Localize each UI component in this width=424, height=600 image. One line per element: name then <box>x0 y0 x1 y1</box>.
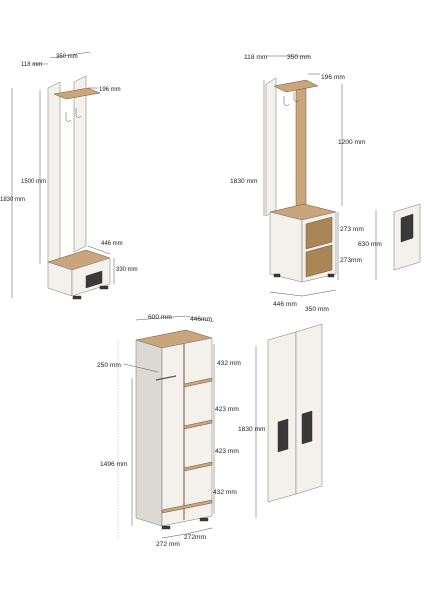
dim-label: 350 mm <box>287 54 311 61</box>
door-left <box>267 331 297 503</box>
dim-label: 272 mm <box>156 541 180 548</box>
shelf <box>183 461 213 472</box>
wardrobe-interior <box>161 337 213 527</box>
cabinet-compartment <box>305 244 333 278</box>
dim-label: 118 mm <box>244 54 268 61</box>
dim-label: 432 mm <box>217 360 241 367</box>
foot <box>199 517 209 522</box>
shelf <box>183 419 213 430</box>
cabinet-compartment <box>305 216 333 250</box>
back-panel-right <box>295 79 307 209</box>
door-right <box>295 323 323 495</box>
dim-label: 446 mm <box>273 301 297 308</box>
dim-label: 273 mm <box>340 226 364 233</box>
dim-label: 1830 mm <box>238 426 266 433</box>
wardrobe <box>117 315 323 540</box>
shelf <box>183 377 213 388</box>
hook-icon <box>65 112 72 122</box>
dim-label: 250 mm <box>97 362 121 369</box>
hall-stand-small <box>11 51 115 300</box>
dim-label: 350 mm <box>305 306 329 313</box>
dim-label: 446mm <box>190 316 212 323</box>
hook-icon <box>75 108 82 118</box>
dim-label: 1830 mm <box>0 197 25 203</box>
dim-label: 350 mm <box>56 54 78 60</box>
vent-icon <box>277 418 289 453</box>
dim-label: 1496 mm <box>100 461 128 468</box>
dim-label: 446 mm <box>101 241 123 247</box>
dim-label: 196 mm <box>321 74 345 81</box>
dim-label: 1830 mm <box>230 178 258 185</box>
dim-label: 196 mm <box>99 87 121 93</box>
dim-label: 273mm <box>340 257 362 264</box>
top-shelf <box>53 87 101 100</box>
hall-stand-large <box>263 55 421 297</box>
dim-label: 1500 mm <box>21 179 46 185</box>
dim-label: 423 mm <box>215 406 239 413</box>
dim-label: 272mm <box>184 534 206 541</box>
back-panel-right <box>73 75 87 253</box>
vent-icon <box>301 410 313 445</box>
dim-label: 600 mm <box>148 314 172 321</box>
foot <box>72 295 82 300</box>
cabinet-side <box>269 211 303 283</box>
foot <box>161 525 171 530</box>
bottom-shelf <box>161 499 213 514</box>
back-panel-left <box>265 77 277 217</box>
foot <box>327 273 335 278</box>
foot <box>99 285 109 290</box>
dim-label: 1200 mm <box>338 139 366 146</box>
dim-label: 423 mm <box>215 448 239 455</box>
top-shelf <box>273 79 319 93</box>
vent-icon <box>400 213 414 243</box>
foot <box>273 273 281 278</box>
dim-label: 432 mm <box>213 489 237 496</box>
vent-icon <box>85 270 103 289</box>
back-panel-left <box>47 81 61 265</box>
dim-label: 330 mm <box>116 267 138 273</box>
hook-icon <box>283 96 290 106</box>
hook-icon <box>293 92 300 102</box>
dim-label: 118 mm <box>21 62 42 68</box>
dim-label: 630 mm <box>358 241 382 248</box>
